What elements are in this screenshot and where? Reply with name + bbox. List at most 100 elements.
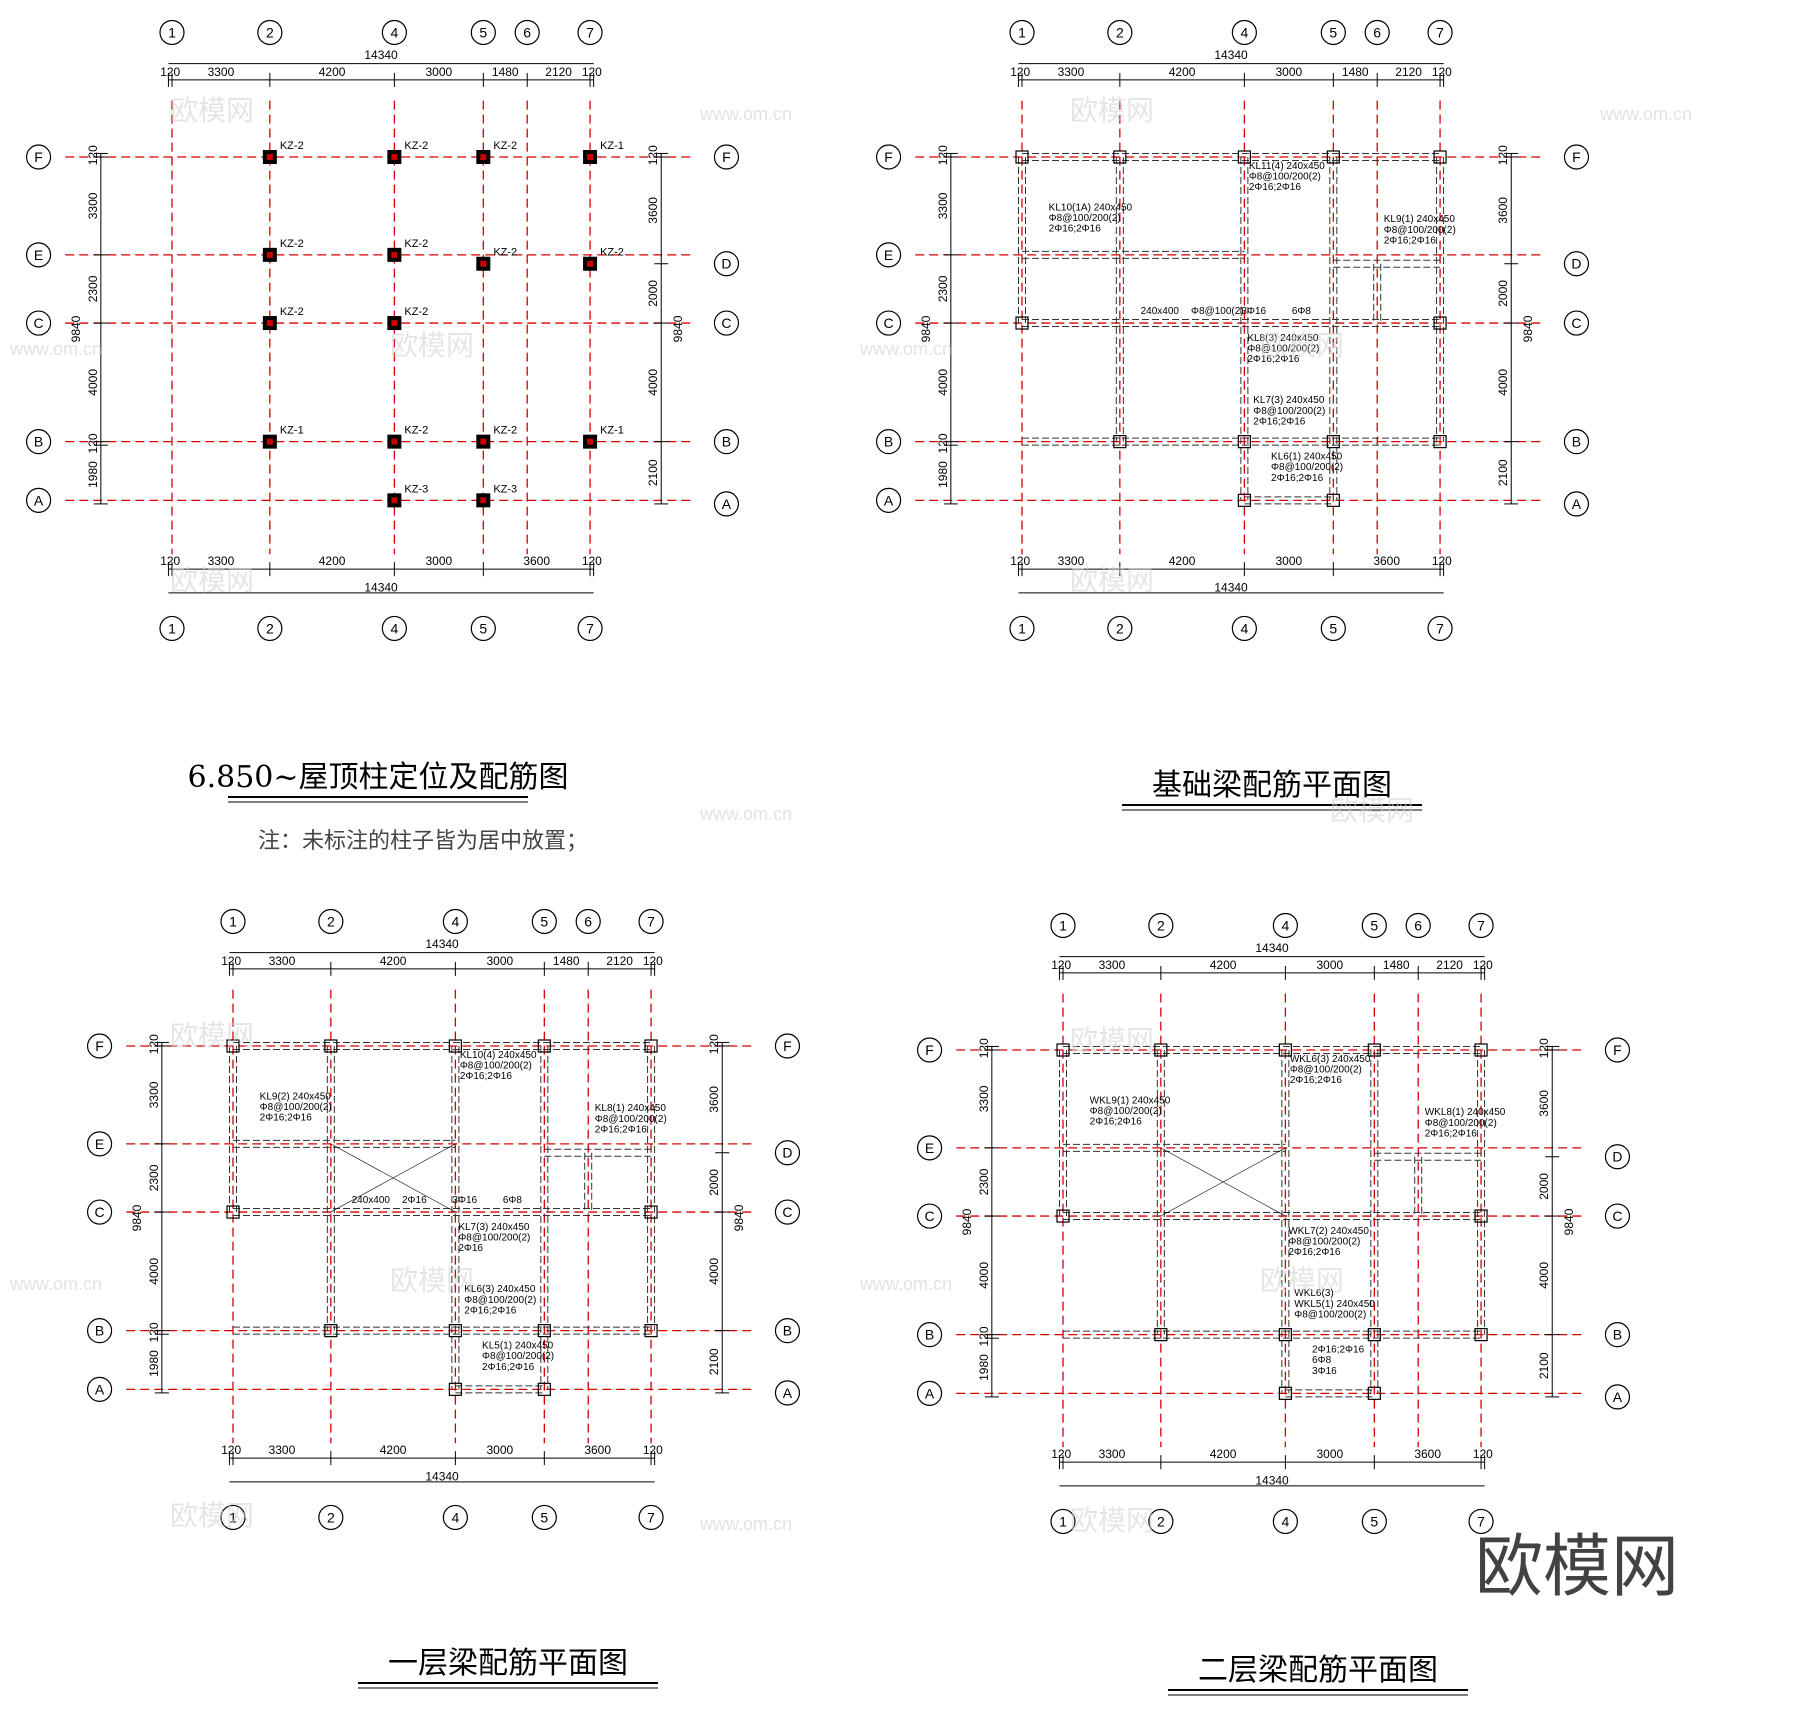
- beam-label: 6Φ8: [503, 1195, 523, 1206]
- axis-bubble-top-circle: [1009, 19, 1035, 46]
- dimension-bottom-total: 14340: [1214, 580, 1248, 594]
- dimension-left: 3300: [147, 1081, 161, 1108]
- column-core: [480, 438, 487, 445]
- dimension-left-total: 9840: [960, 1208, 974, 1235]
- column-core: [587, 438, 594, 445]
- axis-bubble-bottom: 4: [1240, 620, 1248, 636]
- watermark-text: 欧模网: [170, 94, 254, 127]
- axis-bubble-bottom: 1: [1059, 1513, 1067, 1529]
- dimension-top: 120: [160, 65, 180, 79]
- dimension-right: 2100: [1537, 1352, 1551, 1379]
- beam-label: 3Φ16: [452, 1195, 477, 1206]
- axis-bubble-bottom: 5: [479, 620, 487, 636]
- dimension-top: 2120: [606, 954, 633, 968]
- beam-label: Φ8@100/200(2): [1253, 406, 1325, 417]
- axis-bubble-right: F: [722, 149, 731, 165]
- column-label: KZ-1: [600, 425, 624, 437]
- axis-bubble-bottom: 1: [229, 1509, 237, 1525]
- plan-title: 6.850~屋顶柱定位及配筋图: [187, 760, 568, 795]
- beam-label: 3Φ16: [1312, 1366, 1337, 1377]
- dimension-top: 1480: [553, 954, 580, 968]
- watermark-text: 欧模网: [390, 1264, 474, 1297]
- dimension-left: 120: [147, 1034, 161, 1054]
- axis-bubble-top-circle: [257, 19, 283, 46]
- beam-label: 2Φ16;2Φ16: [1425, 1129, 1478, 1140]
- axis-bubble-top: 5: [1329, 24, 1337, 40]
- dimension-top: 4200: [380, 954, 407, 968]
- axis-bubble-bottom-circle: [638, 1504, 664, 1531]
- dimension-left-total: 9840: [919, 315, 933, 342]
- axis-bubble-bottom-circle: [1468, 1508, 1494, 1535]
- beam-label: 240x400: [1141, 306, 1180, 317]
- beam-label: 2Φ16;2Φ16: [1249, 182, 1302, 193]
- beam-label: Φ8@100/200(2): [1249, 172, 1321, 183]
- dimension-bottom: 120: [582, 554, 602, 568]
- axis-bubble-right: C: [721, 315, 731, 331]
- column-core: [480, 497, 487, 504]
- axis-bubble-right-circle: [1604, 1203, 1631, 1229]
- beam-label: Φ8@100/200(2): [458, 1233, 530, 1244]
- beam-label: WKL8(1) 240x450: [1425, 1107, 1506, 1118]
- column-outline: [1367, 1328, 1381, 1342]
- axis-bubble-top-circle: [470, 19, 496, 46]
- column-label: KZ-3: [404, 483, 428, 495]
- column-outline: [1367, 1386, 1381, 1400]
- column-outline: [644, 1039, 658, 1053]
- watermark-url: www.om.cn: [859, 1274, 952, 1294]
- dimension-top: 3000: [1316, 958, 1343, 972]
- column-core: [266, 154, 273, 160]
- axis-bubble-top: 2: [1157, 917, 1165, 933]
- axis-bubble-top-circle: [159, 19, 185, 46]
- watermark-text: 欧模网: [1330, 794, 1414, 827]
- dimension-left-total: 9840: [130, 1204, 144, 1231]
- axis-bubble-left: F: [34, 149, 43, 165]
- dimension-left: 1980: [936, 461, 950, 488]
- beam-label: 2Φ16;2Φ16: [1253, 416, 1306, 427]
- column-outline: [1015, 150, 1029, 164]
- axis-bubble-top-circle: [1468, 912, 1494, 939]
- beam-label: 2Φ16;2Φ16: [1312, 1344, 1365, 1355]
- column-outline: [448, 1039, 462, 1053]
- column-outline: [324, 1039, 338, 1053]
- watermark-text: 欧模网: [1260, 329, 1344, 362]
- axis-bubble-top-circle: [381, 19, 407, 46]
- axis-bubble-left-circle: [25, 242, 52, 268]
- beam-label: 2Φ16: [458, 1243, 483, 1254]
- beam-label: Φ8@100/200(2): [1271, 462, 1343, 473]
- axis-bubble-bottom-circle: [1427, 615, 1453, 642]
- axis-bubble-top-circle: [1231, 19, 1257, 46]
- dimension-left: 2300: [936, 275, 950, 302]
- dimension-right-total: 9840: [732, 1204, 746, 1231]
- axis-bubble-left: F: [884, 149, 893, 165]
- column-outline: [644, 1324, 658, 1338]
- dimension-left: 2300: [977, 1168, 991, 1195]
- dimension-right: 120: [646, 145, 660, 165]
- axis-bubble-left-circle: [86, 1376, 113, 1402]
- dimension-top: 3000: [486, 954, 513, 968]
- beam-label: Φ8@100/200(2): [1288, 1237, 1360, 1248]
- dimension-right: 4000: [707, 1258, 721, 1285]
- axis-bubble-top: 2: [327, 913, 335, 929]
- axis-bubble-top-circle: [1320, 19, 1346, 46]
- column-outline: [537, 1324, 551, 1338]
- axis-bubble-bottom-circle: [257, 615, 283, 642]
- column-core: [391, 497, 398, 504]
- dimension-top: 120: [1432, 65, 1452, 79]
- dimension-bottom: 120: [1432, 554, 1452, 568]
- beam-label: 3Φ16: [1241, 306, 1266, 317]
- beam-label: Φ8@100(2): [1191, 306, 1244, 317]
- dimension-top: 120: [643, 954, 663, 968]
- axis-bubble-top: 2: [1116, 24, 1124, 40]
- dimension-bottom: 120: [1051, 1447, 1071, 1461]
- axis-bubble-right-circle: [1604, 1144, 1631, 1170]
- column-label: KZ-2: [493, 247, 517, 259]
- column-label: KZ-2: [493, 425, 517, 437]
- axis-bubble-bottom: 4: [451, 1509, 459, 1525]
- axis-bubble-left-circle: [875, 310, 902, 336]
- column-label: KZ-2: [493, 140, 517, 152]
- beam-label: WKL6(3) 240x450: [1290, 1054, 1371, 1065]
- beam-label: KL8(1) 240x450: [595, 1103, 667, 1114]
- beam-label: 6Φ8: [1292, 306, 1312, 317]
- axis-bubble-top-circle: [638, 908, 664, 935]
